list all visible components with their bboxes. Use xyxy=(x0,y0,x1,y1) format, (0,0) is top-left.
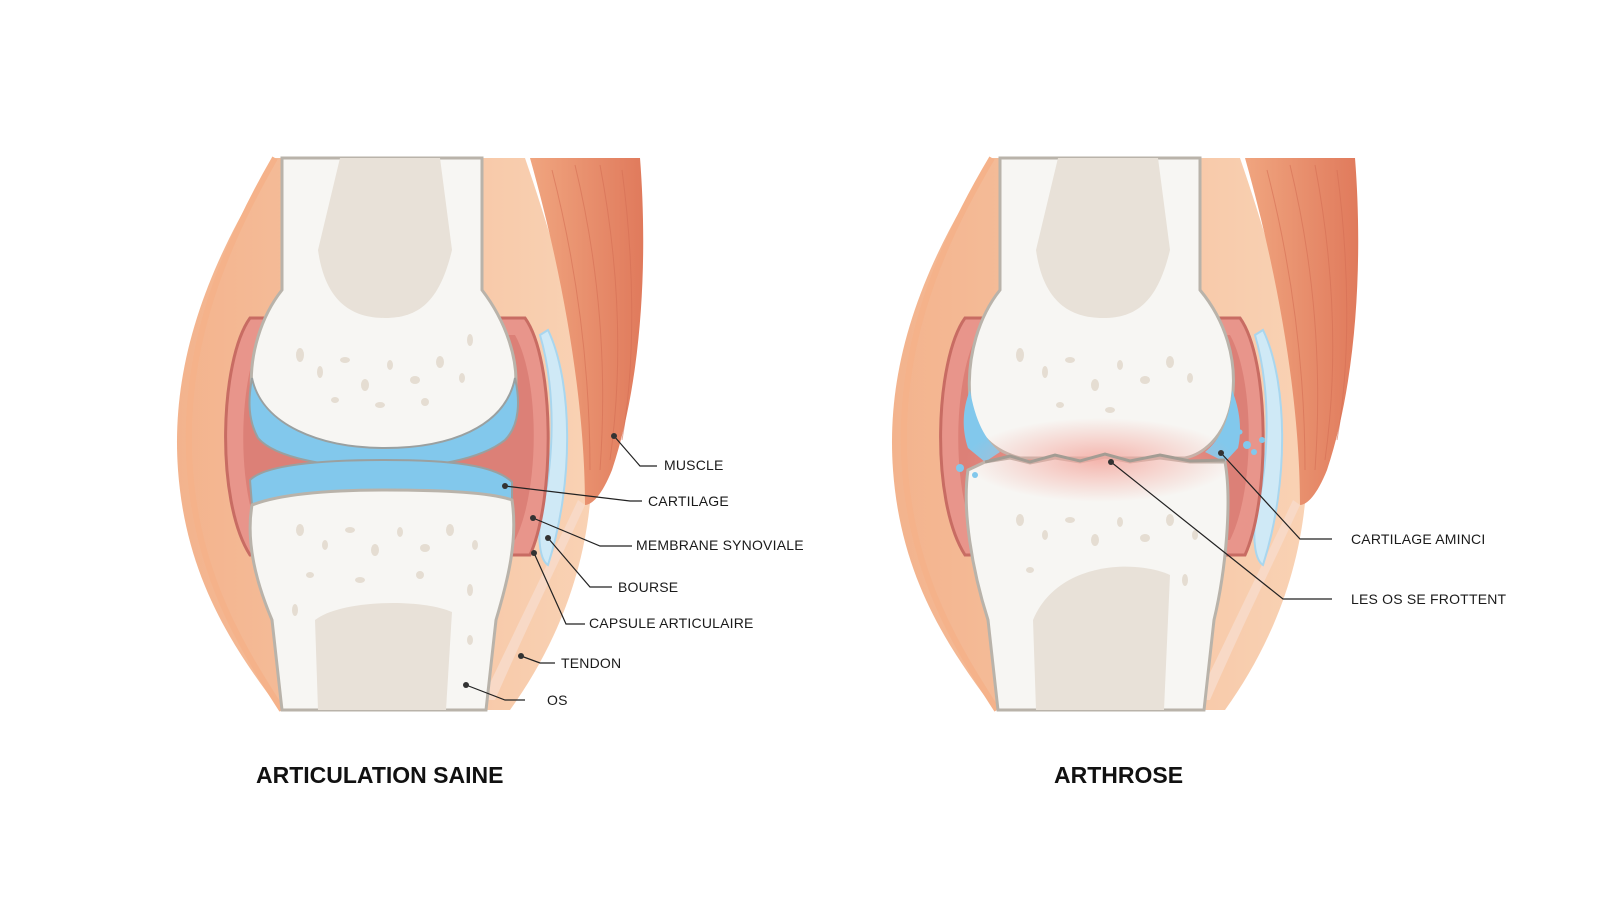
label-thinned-cartilage: CARTILAGE AMINCI xyxy=(1351,531,1485,547)
label-cartilage: CARTILAGE xyxy=(648,493,729,509)
label-bursa: BOURSE xyxy=(618,579,678,595)
label-muscle: MUSCLE xyxy=(664,457,724,473)
title-healthy-joint: ARTICULATION SAINE xyxy=(256,762,503,789)
label-tendon: TENDON xyxy=(561,655,621,671)
healthy-upper-marrow xyxy=(318,158,452,318)
label-synovial-membrane: MEMBRANE SYNOVIALE xyxy=(636,537,804,553)
healthy-lower-marrow xyxy=(315,603,452,710)
title-arthrosis: ARTHROSE xyxy=(1054,762,1183,789)
label-joint-capsule: CAPSULE ARTICULAIRE xyxy=(589,615,754,631)
label-bone: OS xyxy=(547,692,568,708)
label-bones-rubbing: LES OS SE FROTTENT xyxy=(1351,591,1506,607)
arthrosis-joint xyxy=(892,158,1358,710)
healthy-joint xyxy=(177,158,643,710)
